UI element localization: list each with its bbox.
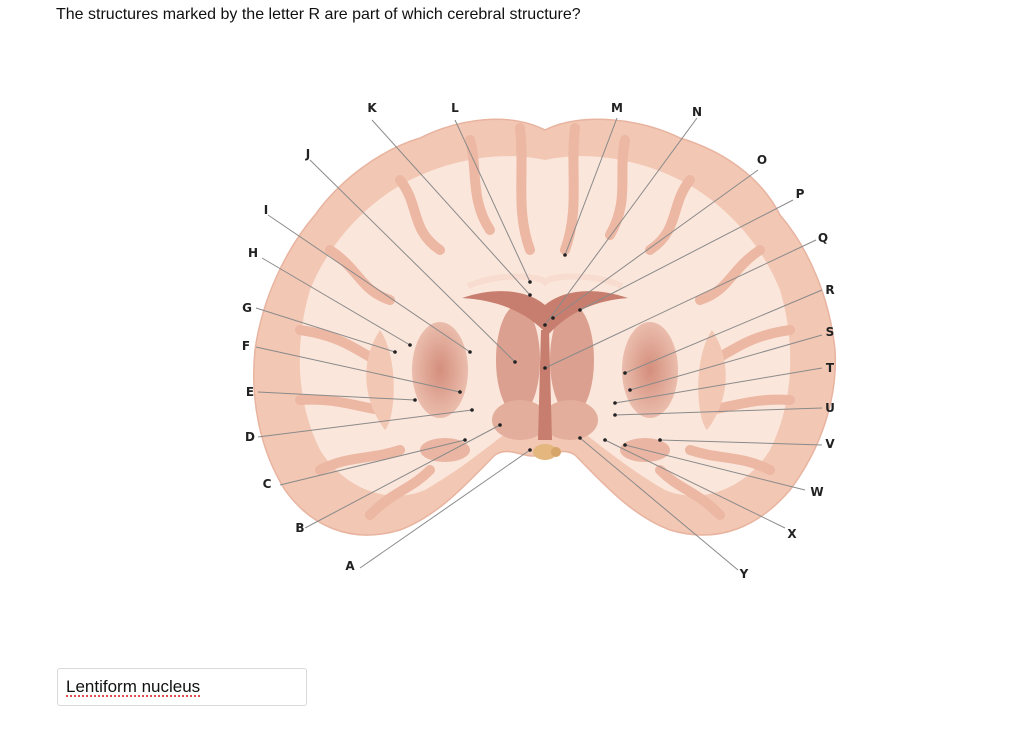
label-o: O [757, 153, 767, 167]
label-v: V [825, 437, 835, 451]
label-p: P [796, 187, 805, 201]
label-c: C [263, 477, 272, 491]
label-r: R [825, 283, 834, 297]
label-i: I [264, 203, 268, 217]
label-h: H [248, 246, 258, 260]
label-g: G [242, 301, 252, 315]
answer-input[interactable]: Lentiform nucleus [57, 668, 307, 706]
label-q: Q [818, 231, 828, 245]
label-u: U [825, 401, 835, 415]
label-f: F [242, 339, 250, 353]
brain-coronal-section-figure: K L M N O P Q R S T U V W X Y A B C D E … [0, 0, 1024, 640]
label-d: D [245, 430, 255, 444]
label-m: M [611, 101, 623, 115]
label-k: K [367, 101, 377, 115]
left-lentiform-nucleus [412, 322, 468, 418]
label-l: L [451, 101, 459, 115]
right-lentiform-nucleus [622, 322, 678, 418]
answer-value: Lentiform nucleus [66, 677, 200, 697]
mammillary-body [551, 447, 561, 457]
label-e: E [246, 385, 254, 399]
left-hippocampus [420, 438, 470, 462]
label-b: B [295, 521, 304, 535]
label-s: S [826, 325, 835, 339]
label-w: W [810, 485, 823, 499]
label-t: T [826, 361, 835, 375]
label-y: Y [739, 567, 749, 581]
label-n: N [692, 105, 702, 119]
label-a: A [345, 559, 355, 573]
label-j: J [305, 147, 310, 161]
label-x: X [787, 527, 797, 541]
